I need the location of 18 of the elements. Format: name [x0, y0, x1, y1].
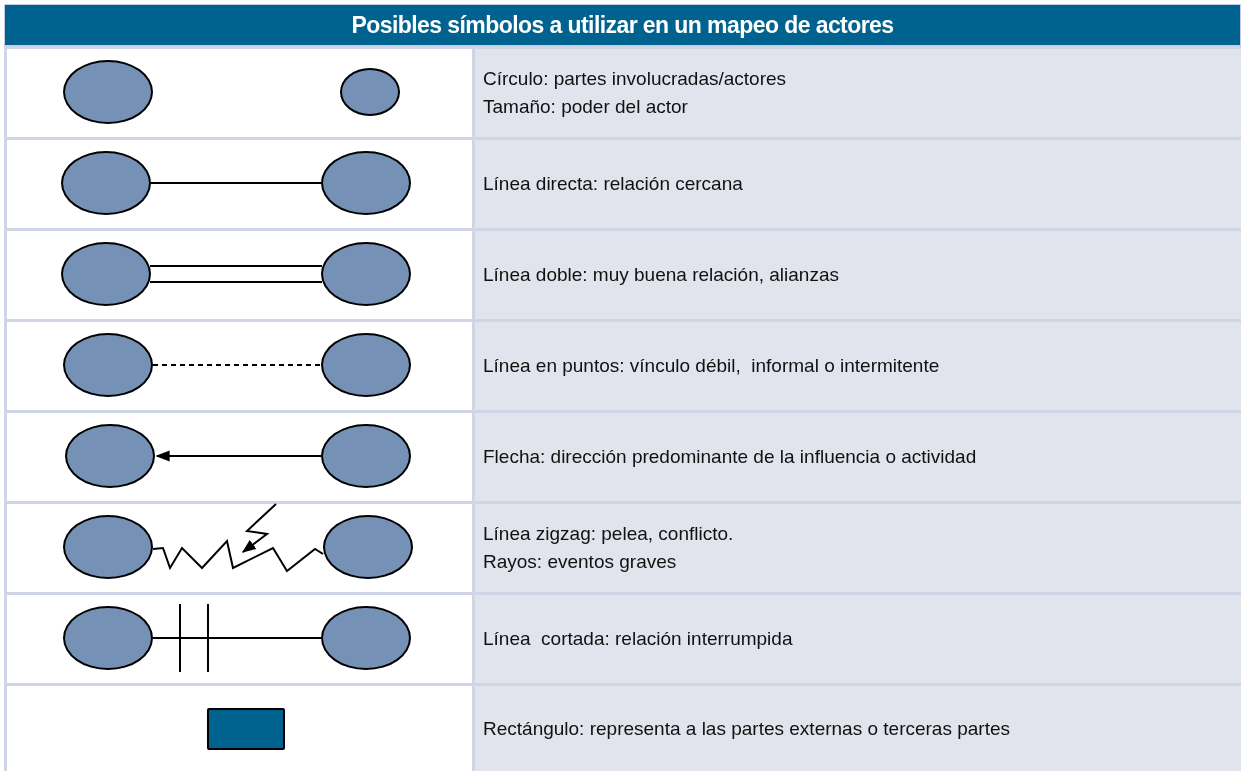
description-text: Línea zigzag: pelea, conflicto.	[483, 522, 735, 547]
description-text: Línea cortada: relación interrumpida	[483, 627, 794, 652]
description-text: Línea directa: relación cercana	[483, 172, 744, 197]
description-text: Rayos: eventos graves	[483, 550, 678, 574]
title-banner: Posibles símbolos a utilizar en un mapeo de actores	[4, 4, 1241, 46]
description-text: Línea doble: muy buena relación, alianzas	[483, 263, 840, 288]
dotted-line	[152, 364, 322, 366]
description-text: Tamaño: poder del actor	[483, 95, 689, 119]
double-line	[149, 265, 323, 283]
arrow	[155, 450, 322, 462]
description-text: Rectángulo: representa a las partes externas o terceras partes	[483, 716, 1011, 741]
external-party-rectangle	[207, 708, 285, 750]
cut-line	[152, 603, 322, 673]
description-text: Flecha: dirección predominante de la influencia o actividad	[483, 445, 978, 470]
connector-line	[150, 182, 322, 184]
description-text: Línea en puntos: vínculo débil, informal o intermitente	[483, 354, 941, 379]
zigzag-line	[152, 538, 324, 573]
description-text: Círculo: partes involucradas/actores	[483, 67, 788, 92]
